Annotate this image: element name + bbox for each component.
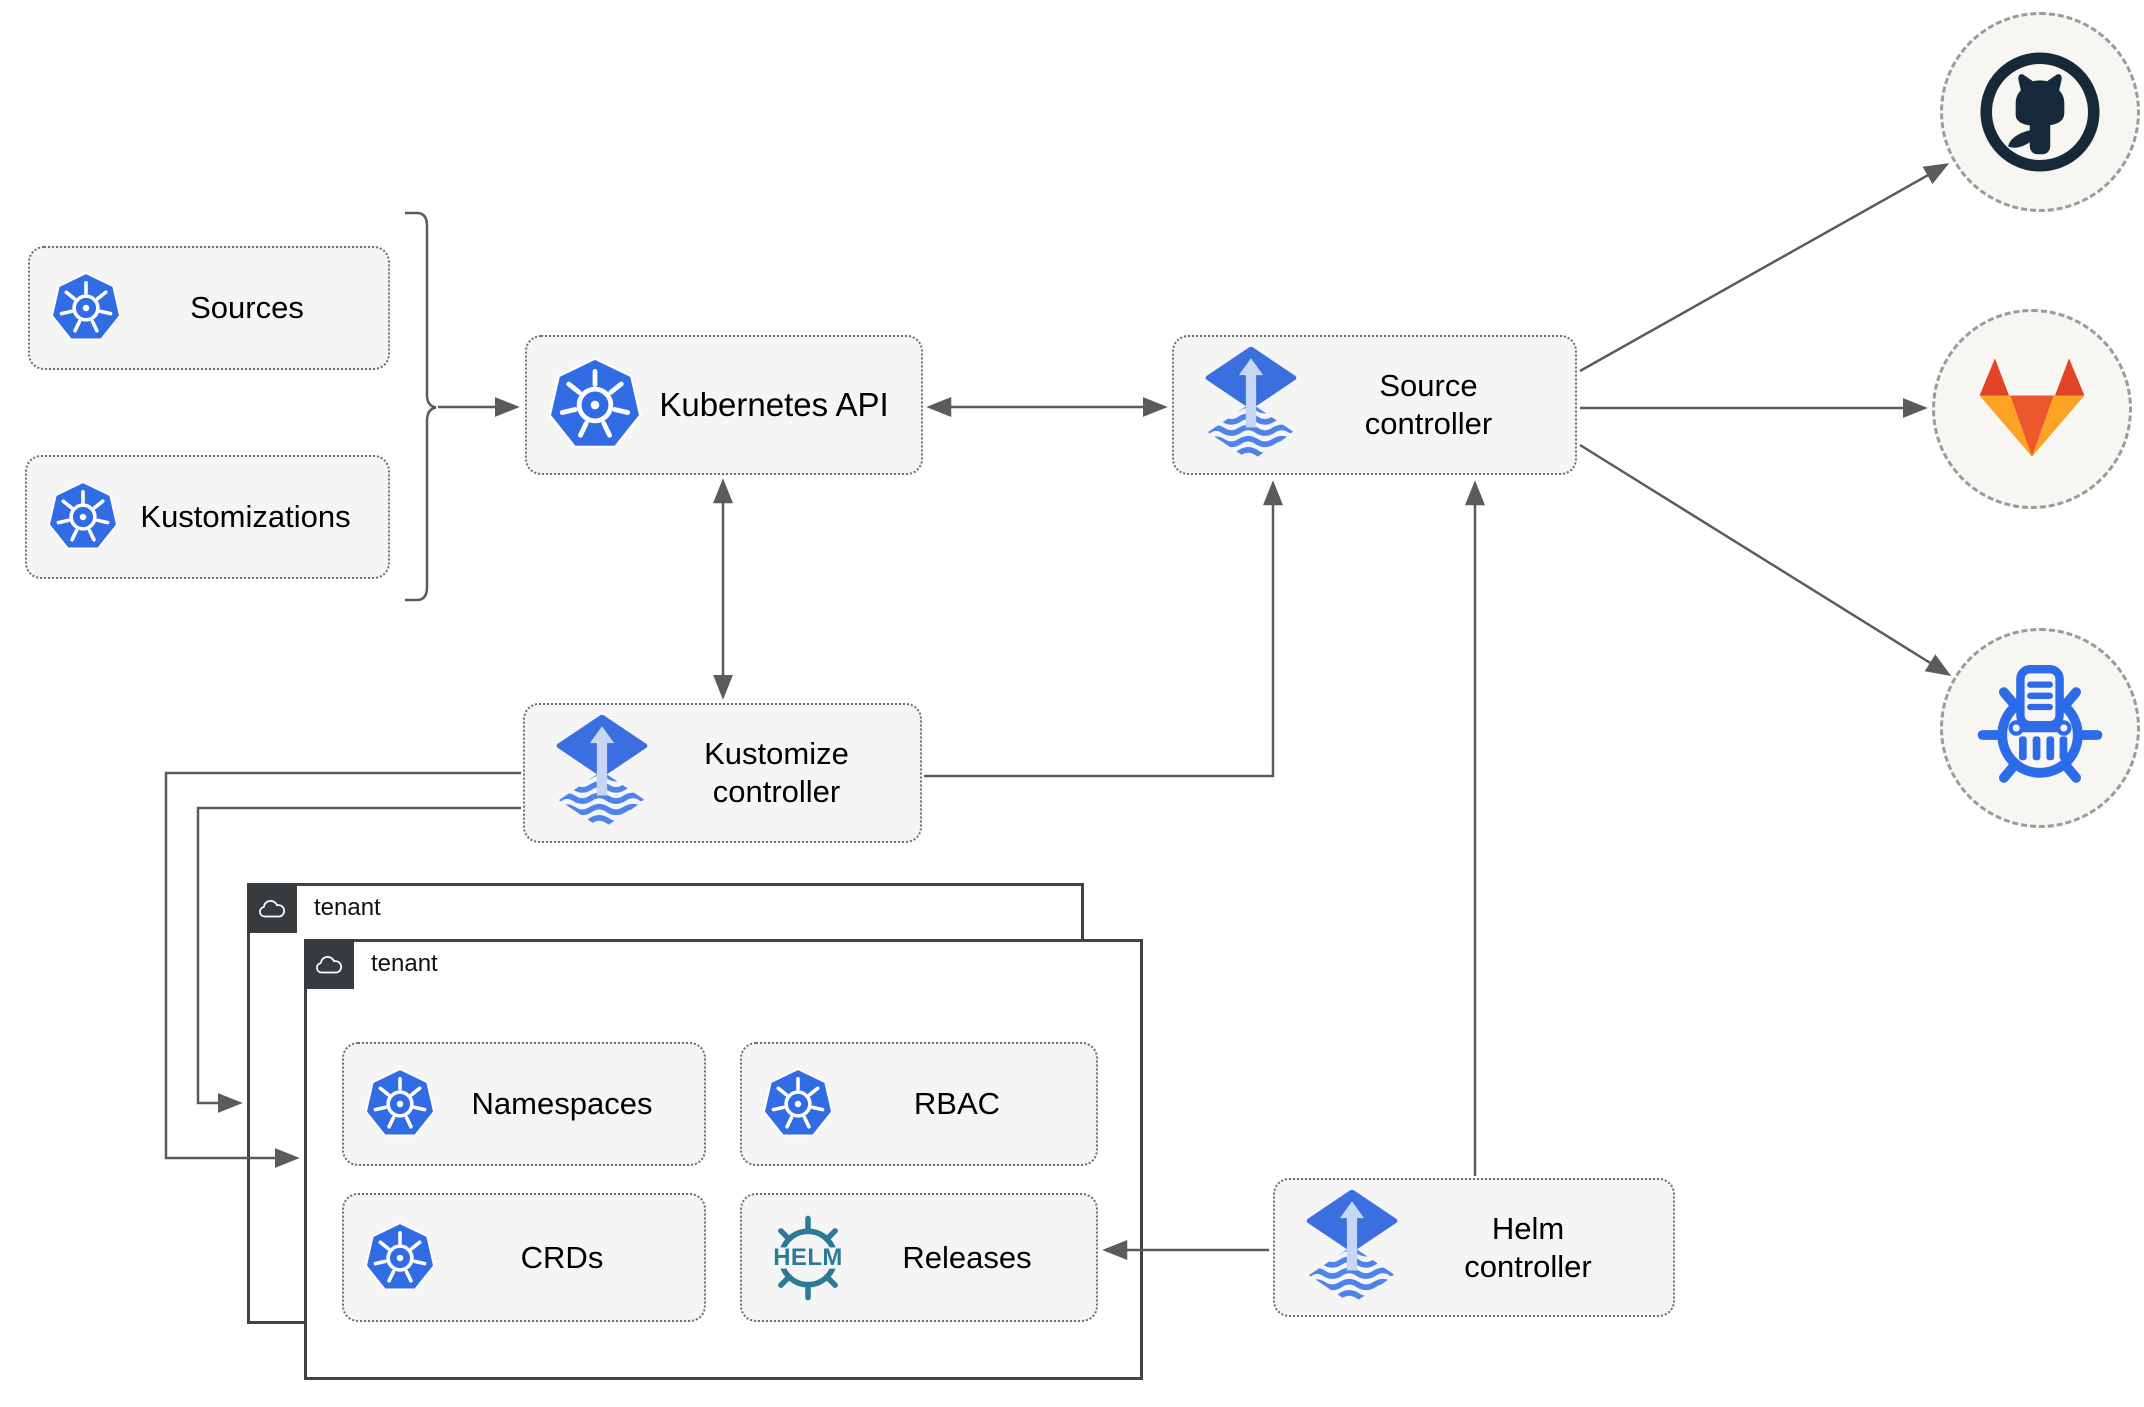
node-source-controller-line1: Source <box>1379 368 1478 404</box>
node-kustomizations-label: Kustomizations <box>140 499 351 535</box>
node-source-controller-line2: controller <box>1364 406 1493 441</box>
node-namespaces: Namespaces <box>342 1042 706 1166</box>
node-helm-controller-line1: Helm <box>1491 1210 1565 1246</box>
node-sources: Sources <box>28 246 390 370</box>
chartmuseum-icon <box>1977 665 2103 783</box>
external-helm-repository <box>1940 628 2140 828</box>
kubernetes-icon <box>547 357 643 453</box>
node-sources-label: Sources <box>190 290 304 326</box>
node-source-controller-label: Source controller <box>1298 367 1559 443</box>
node-rbac-label: RBAC <box>913 1086 1001 1122</box>
external-gitlab <box>1932 309 2132 509</box>
gitlab-icon <box>1979 357 2085 457</box>
node-kustomize-controller-line2: controller <box>712 774 841 809</box>
kubernetes-icon <box>364 1068 436 1140</box>
cloud-icon <box>255 896 289 920</box>
helm-icon: HELM <box>773 1215 843 1300</box>
node-kustomize-controller-label: Kustomize controller <box>649 735 904 811</box>
node-crds-label: CRDs <box>520 1239 604 1275</box>
node-kustomize-controller: Kustomize controller <box>523 703 922 843</box>
tenant-back-header <box>247 883 297 933</box>
tenant-front-header <box>304 939 354 989</box>
node-releases: HELM Releases <box>740 1193 1098 1322</box>
node-releases-label: Releases <box>902 1239 1032 1275</box>
node-kustomizations: Kustomizations <box>25 455 390 579</box>
node-helm-controller-label: Helm controller <box>1399 1210 1657 1286</box>
cloud-icon <box>312 952 346 976</box>
github-icon <box>1980 52 2100 172</box>
helm-logo-text: HELM <box>773 1243 843 1270</box>
kubernetes-icon <box>762 1068 834 1140</box>
kubernetes-icon <box>50 272 122 344</box>
kubernetes-icon <box>364 1222 436 1294</box>
brace-sources-group <box>405 211 437 602</box>
tenant-back-label: tenant <box>314 894 381 921</box>
flux-icon <box>1305 1190 1399 1306</box>
arrow-kustomize-to-source-controller <box>924 480 1283 778</box>
tenant-front-label: tenant <box>371 950 438 977</box>
node-kustomize-controller-line1: Kustomize <box>704 736 849 772</box>
external-github <box>1940 12 2140 212</box>
kubernetes-icon <box>47 481 119 553</box>
flux-icon <box>1204 347 1298 463</box>
arrow-source-to-helm-repository <box>1579 443 1952 676</box>
flux-icon <box>555 715 649 831</box>
node-helm-controller-line2: controller <box>1464 1248 1592 1284</box>
node-namespaces-label: Namespaces <box>471 1086 653 1122</box>
arrow-source-to-github <box>1579 163 1950 373</box>
node-kubernetes-api-label: Kubernetes API <box>659 385 889 423</box>
node-kubernetes-api: Kubernetes API <box>525 335 923 475</box>
node-crds: CRDs <box>342 1193 706 1322</box>
node-helm-controller: Helm controller <box>1273 1178 1675 1317</box>
node-rbac: RBAC <box>740 1042 1098 1166</box>
node-source-controller: Source controller <box>1172 335 1577 475</box>
